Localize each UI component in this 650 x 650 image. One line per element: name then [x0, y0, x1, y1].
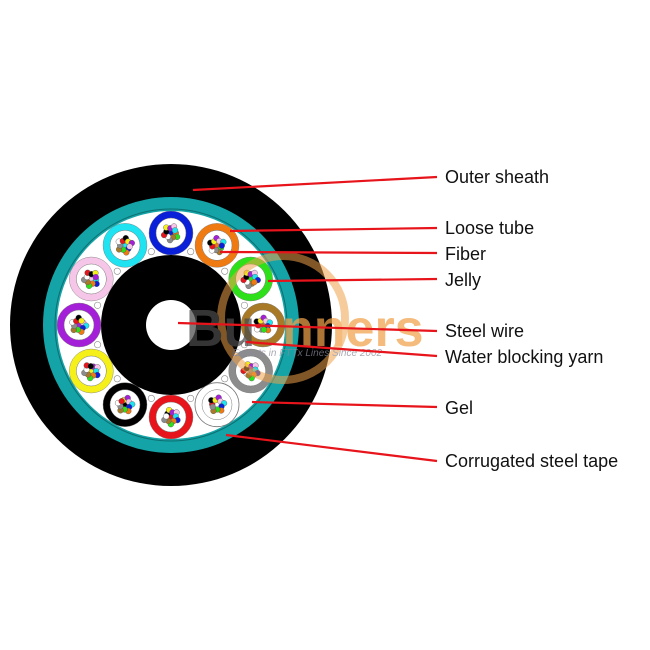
water-blocking-yarn	[113, 375, 121, 383]
watermark-tagline: Experts in FTTx Lines Since 2002	[232, 348, 383, 359]
fiber	[126, 243, 133, 250]
fiber	[118, 398, 125, 405]
leader-lines	[177, 175, 438, 463]
label-fiber: Fiber	[445, 244, 487, 264]
label-corrugated-steel-tape: Corrugated steel tape	[445, 451, 619, 471]
tube-inner-edge	[201, 389, 233, 420]
label-water-blocking-yarn: Water blocking yarn	[445, 347, 604, 367]
tube-inner-edge	[109, 230, 141, 261]
label-outer-sheath: Outer sheath	[445, 167, 550, 187]
fiber	[218, 242, 225, 249]
leader-water-blocking-yarn	[245, 340, 438, 358]
tube-inner-edge	[76, 263, 107, 295]
tube-outer-edge	[194, 223, 240, 268]
label-jelly: Jelly	[445, 270, 482, 290]
water-blocking-yarn	[113, 267, 121, 275]
tube-inner-edge	[235, 355, 266, 387]
label-gel: Gel	[445, 398, 474, 418]
tube-inner-edge	[155, 401, 187, 433]
loose-tube-violet	[56, 302, 102, 348]
tube-outer-edge	[228, 256, 273, 302]
tube-inner-edge	[76, 355, 107, 387]
water-blocking-yarns	[94, 248, 248, 402]
tube-inner-edge	[109, 389, 141, 420]
watermark-ring	[217, 252, 349, 384]
tube-inner-edge	[201, 230, 233, 261]
tube-outer-edge	[69, 256, 114, 302]
leader-jelly	[267, 277, 438, 283]
loose-tube-red	[148, 394, 194, 440]
leader-loose-tube	[229, 226, 438, 233]
loose-tube-aqua	[102, 223, 148, 268]
water-blocking-yarn	[221, 267, 229, 275]
fiber	[78, 317, 85, 324]
tube-outer-edge	[102, 223, 148, 268]
loose-tube-blue	[148, 210, 194, 256]
tube-inner-edge	[155, 217, 187, 249]
water-blocking-yarn	[147, 248, 155, 256]
leader-corrugated-steel-tape	[225, 433, 438, 463]
fiber	[92, 274, 99, 281]
loose-tube-black	[102, 382, 148, 427]
steel-tape-inner-edge	[54, 208, 288, 442]
loose-tube-orange	[194, 223, 240, 268]
water-blocking-yarn	[240, 301, 248, 309]
label-loose-tube: Loose tube	[445, 218, 535, 238]
fiber	[87, 363, 94, 370]
fiber	[260, 326, 268, 333]
tube-outer-edge	[228, 348, 273, 394]
fiber	[209, 403, 216, 411]
loose-tube-white	[194, 382, 240, 428]
fiber	[171, 227, 179, 234]
leader-gel	[251, 400, 438, 409]
tube-outer-edge	[102, 382, 148, 427]
water-blocking-yarn	[147, 394, 155, 402]
leader-outer-sheath	[192, 175, 438, 192]
leader-steel-wire	[177, 321, 438, 333]
watermark-brand-prefix: Bu	[186, 300, 255, 358]
label-steel-wire: Steel wire	[445, 321, 525, 341]
steel-wire	[146, 300, 196, 350]
water-blocking-yarn	[221, 375, 229, 383]
loose-tube-yellow	[69, 348, 114, 394]
water-blocking-yarn	[94, 341, 102, 349]
water-blocking-yarn	[187, 248, 195, 256]
loose-tube-rose	[69, 256, 114, 302]
water-blocking-yarn	[94, 301, 102, 309]
leader-fiber	[219, 250, 438, 255]
fiber	[251, 279, 258, 286]
tube-outer-edge	[69, 348, 114, 394]
tube-outer-edge	[194, 382, 240, 428]
water-blocking-yarn	[187, 394, 195, 402]
tube-inner-edge	[63, 309, 95, 341]
fiber	[163, 413, 170, 420]
